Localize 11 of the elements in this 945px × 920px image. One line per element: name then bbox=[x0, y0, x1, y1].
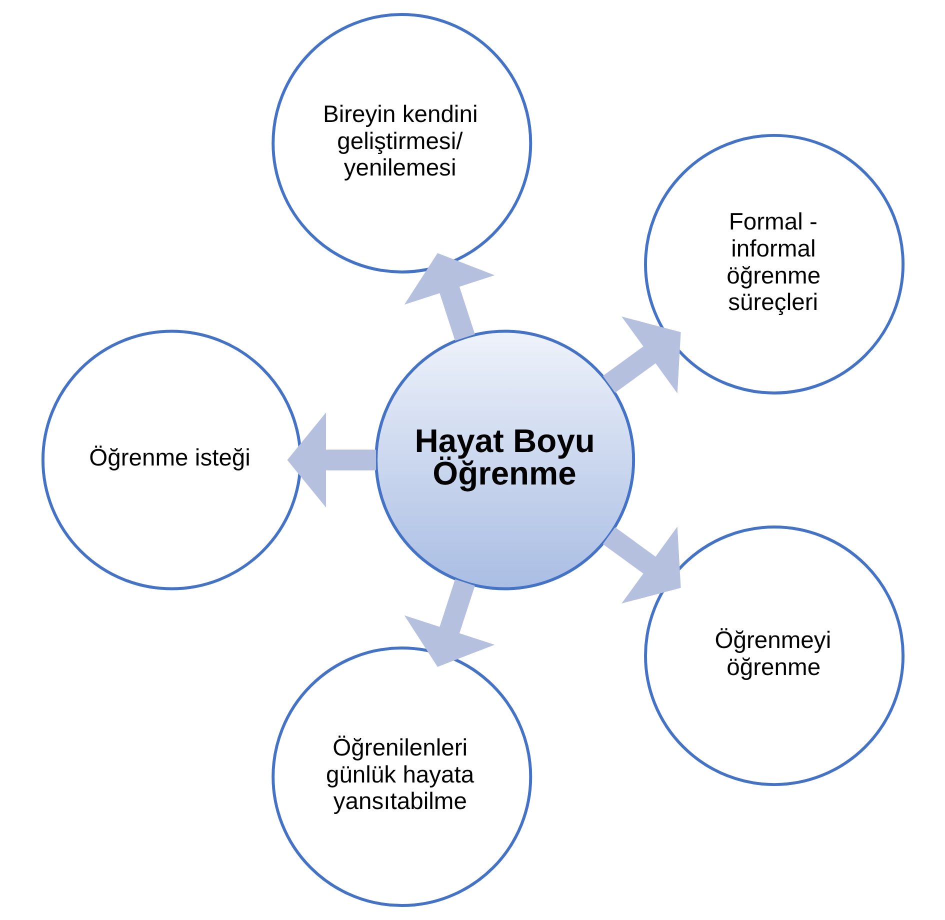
arrow bbox=[286, 412, 376, 508]
node-circle: Hayat Boyu Öğrenme bbox=[374, 330, 635, 590]
arrow bbox=[602, 526, 680, 604]
arrow bbox=[602, 316, 680, 394]
arrow bbox=[404, 253, 494, 341]
node-circle: Öğrenilenleri günlük hayata yansıtabilme bbox=[271, 646, 532, 908]
node-circle: Öğrenme isteği bbox=[40, 330, 302, 590]
node-circle: Öğrenmeyi öğrenme bbox=[644, 526, 904, 786]
arrow bbox=[404, 579, 494, 667]
node-circle: Bireyin kendini geliştirmesi/ yenilemesi bbox=[271, 12, 532, 274]
node-circle: Formal - informal öğrenme süreçleri bbox=[644, 134, 904, 394]
